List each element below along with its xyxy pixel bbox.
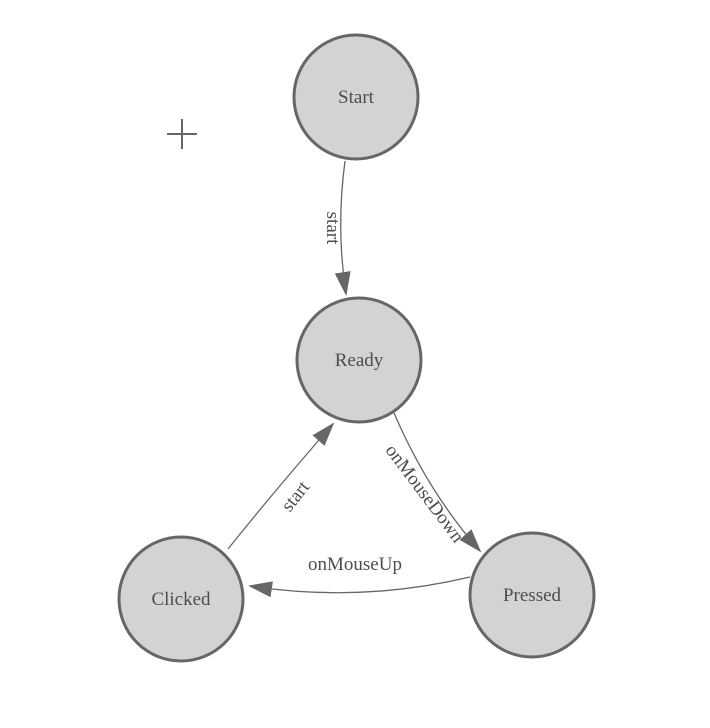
node-clicked[interactable]: Clicked	[117, 535, 245, 663]
node-start[interactable]: Start	[292, 33, 420, 161]
edge-label-start-to-ready: start	[322, 212, 343, 245]
node-ready-circle[interactable]	[295, 296, 423, 424]
crosshair-cursor-icon	[167, 119, 197, 149]
edge-pressed-to-clicked[interactable]	[248, 576, 471, 598]
node-ready[interactable]: Ready	[295, 296, 423, 424]
node-pressed[interactable]: Pressed	[468, 531, 596, 659]
node-pressed-label: Pressed	[503, 585, 562, 606]
node-clicked-label: Clicked	[151, 589, 211, 610]
edge-label-pressed-to-clicked: onMouseUp	[308, 554, 402, 575]
edge-start-to-ready[interactable]	[334, 160, 351, 296]
edge-ready-to-pressed[interactable]	[393, 412, 482, 553]
node-ready-label: Ready	[335, 350, 384, 371]
edge-label-ready-to-pressed: onMouseDown	[381, 441, 469, 548]
node-start-label: Start	[338, 87, 375, 108]
edge-clicked-to-ready[interactable]	[227, 422, 335, 550]
node-pressed-circle[interactable]	[468, 531, 596, 659]
node-start-circle[interactable]	[292, 33, 420, 161]
node-clicked-circle[interactable]	[117, 535, 245, 663]
